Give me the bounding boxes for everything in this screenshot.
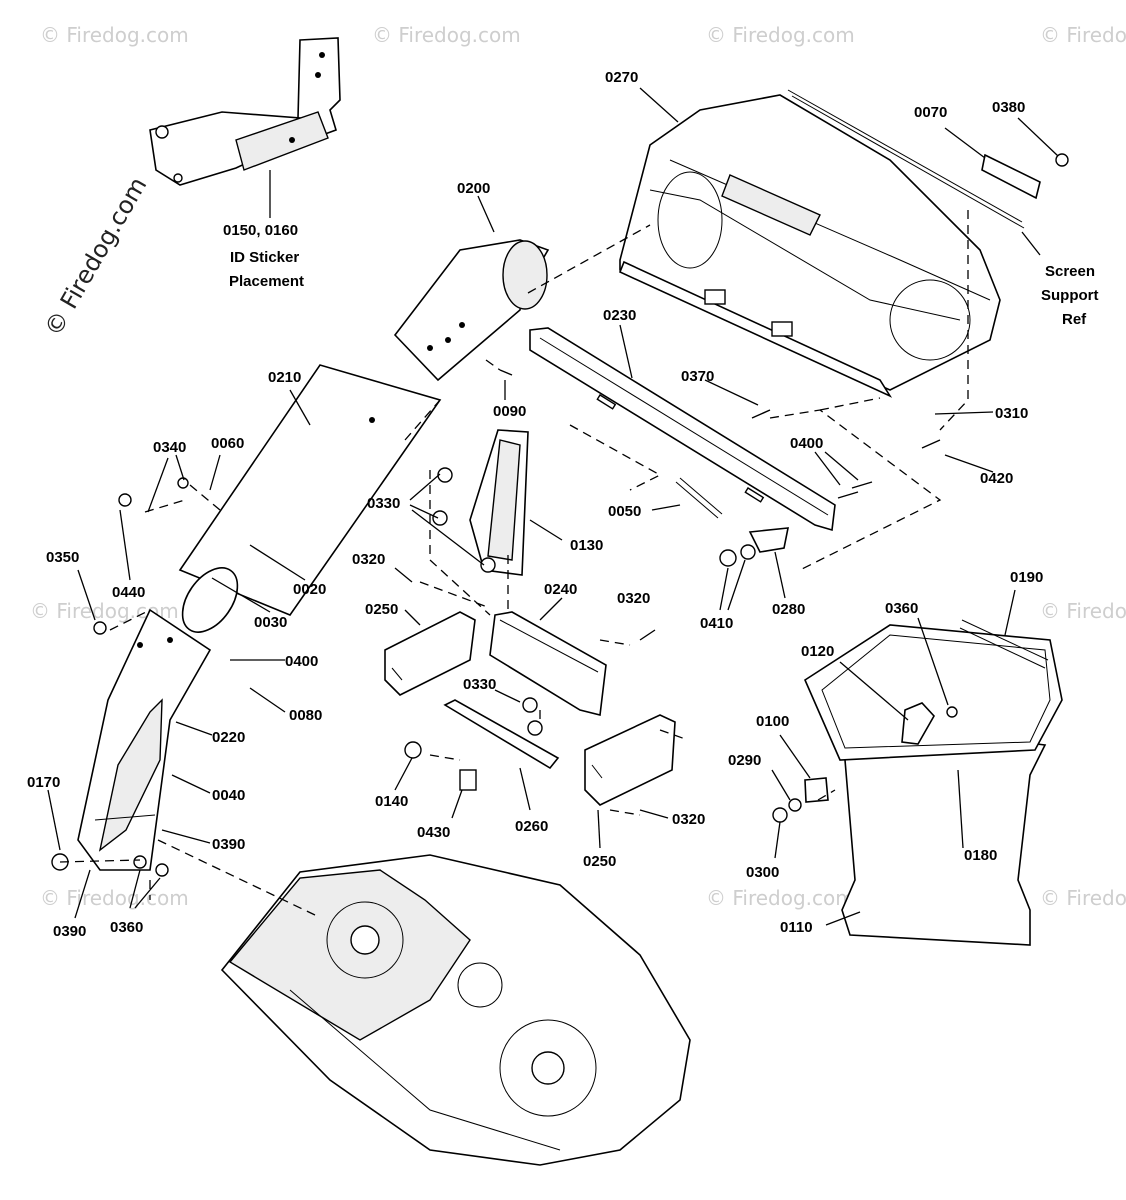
part-label-0260: 0260 (515, 818, 548, 835)
part-label-0190: 0190 (1010, 569, 1043, 586)
part-label-0300: 0300 (746, 864, 779, 881)
part-label-0320-left: 0320 (352, 551, 385, 568)
part-label-0360-bag: 0360 (885, 600, 918, 617)
part-labels: 0270 0070 0380 0150, 0160 ID Sticker Pla… (27, 69, 1099, 940)
part-label-0100: 0100 (756, 713, 789, 730)
screen-support-note-line1: Screen (1045, 263, 1095, 280)
pin-rod (675, 477, 723, 519)
watermark-layer: © Firedog.com © Firedog.com © Firedog.co… (30, 23, 1126, 910)
watermark-faint: © Firedog.com (372, 23, 521, 47)
screen-support-rod (787, 89, 1069, 229)
part-label-0130: 0130 (570, 537, 603, 554)
part-label-0330-upper: 0330 (367, 495, 400, 512)
part-label-0310: 0310 (995, 405, 1028, 422)
cross-plate (489, 611, 607, 716)
screen-support-note-line2: Support (1041, 287, 1099, 304)
part-label-0090: 0090 (493, 403, 526, 420)
bagger-lid (618, 94, 1001, 398)
part-label-0140: 0140 (375, 793, 408, 810)
part-label-0200: 0200 (457, 180, 490, 197)
watermark-faint: © Firedog.com (706, 886, 855, 910)
part-label-0420: 0420 (980, 470, 1013, 487)
watermark-faint: © Firedog.com (706, 23, 855, 47)
side-plate-left (384, 611, 476, 696)
watermark-faint: © Firedog.com (1040, 599, 1126, 623)
part-label-0270: 0270 (605, 69, 638, 86)
part-label-0390-left: 0390 (53, 923, 86, 940)
watermark-faint: © Firedog.com (1040, 23, 1126, 47)
part-label-0290: 0290 (728, 752, 761, 769)
part-label-0340: 0340 (153, 439, 186, 456)
part-label-0360-deflector: 0360 (110, 919, 143, 936)
id-sticker-note-line2: Placement (229, 273, 304, 290)
watermark-faint: © Firedog.com (40, 23, 189, 47)
leader-lines (47, 87, 1059, 926)
part-label-0170: 0170 (27, 774, 60, 791)
small-hardware (51, 369, 941, 877)
part-label-0320-mid: 0320 (617, 590, 650, 607)
part-label-0080: 0080 (289, 707, 322, 724)
part-label-0120: 0120 (801, 643, 834, 660)
part-label-0070: 0070 (914, 104, 947, 121)
part-label-0230: 0230 (603, 307, 636, 324)
part-label-0110: 0110 (780, 919, 813, 936)
part-label-0350: 0350 (46, 549, 79, 566)
grass-bag (803, 619, 1063, 946)
watermark-faint: © Firedog.com (1040, 886, 1126, 910)
mower-deck (220, 854, 691, 1166)
part-label-0240: 0240 (544, 581, 577, 598)
hardware-cluster (719, 527, 789, 567)
part-label-0380: 0380 (992, 99, 1025, 116)
part-label-0440: 0440 (112, 584, 145, 601)
part-label-0250-left: 0250 (365, 601, 398, 618)
part-label-0180: 0180 (964, 847, 997, 864)
deflector (77, 608, 212, 871)
part-label-0330-lower: 0330 (463, 676, 496, 693)
part-label-0390-right: 0390 (212, 836, 245, 853)
brand-watermark: © Firedog.com (39, 172, 152, 341)
part-label-0400-lower: 0400 (285, 653, 318, 670)
part-label-0050: 0050 (608, 503, 641, 520)
discharge-tube (178, 364, 442, 633)
part-label-0040: 0040 (212, 787, 245, 804)
chute-upper (393, 239, 550, 382)
lower-rod (443, 699, 560, 770)
assembly-lines (59, 210, 969, 916)
part-label-0410: 0410 (700, 615, 733, 632)
side-plate-right (584, 714, 676, 806)
part-label-0400-upper: 0400 (790, 435, 823, 452)
support-channel (529, 327, 836, 532)
mount-bracket (469, 429, 529, 576)
screen-support-note-line3: Ref (1062, 311, 1087, 328)
part-label-0280: 0280 (772, 601, 805, 618)
part-label-0220: 0220 (212, 729, 245, 746)
id-sticker-note-line1: ID Sticker (230, 249, 299, 266)
part-label-0320-right: 0320 (672, 811, 705, 828)
part-label-0150-0160: 0150, 0160 (223, 222, 298, 239)
part-label-0430: 0430 (417, 824, 450, 841)
part-label-0250-right: 0250 (583, 853, 616, 870)
part-label-0370: 0370 (681, 368, 714, 385)
part-label-0020: 0020 (293, 581, 326, 598)
watermark-faint: © Firedog.com (40, 886, 189, 910)
part-label-0030: 0030 (254, 614, 287, 631)
part-label-0210: 0210 (268, 369, 301, 386)
id-sticker-bracket (149, 37, 341, 218)
part-label-0060: 0060 (211, 435, 244, 452)
